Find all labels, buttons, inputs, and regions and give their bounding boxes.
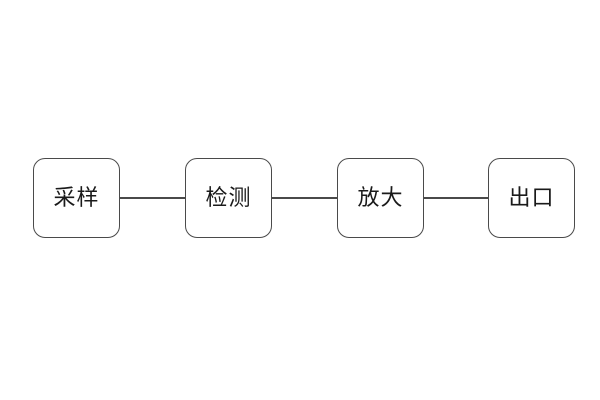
connector-line-2 xyxy=(271,197,338,199)
flow-node-detection[interactable]: 检测 xyxy=(185,158,272,238)
node-label-sampling: 采样 xyxy=(53,185,100,210)
flow-node-sampling[interactable]: 采样 xyxy=(33,158,120,238)
node-label-output: 出口 xyxy=(508,185,555,210)
node-label-amplification: 放大 xyxy=(357,185,404,210)
node-label-detection: 检测 xyxy=(205,185,252,210)
connector-line-1 xyxy=(119,197,186,199)
flow-node-amplification[interactable]: 放大 xyxy=(337,158,424,238)
connector-line-3 xyxy=(423,197,489,199)
flow-node-output[interactable]: 出口 xyxy=(488,158,575,238)
